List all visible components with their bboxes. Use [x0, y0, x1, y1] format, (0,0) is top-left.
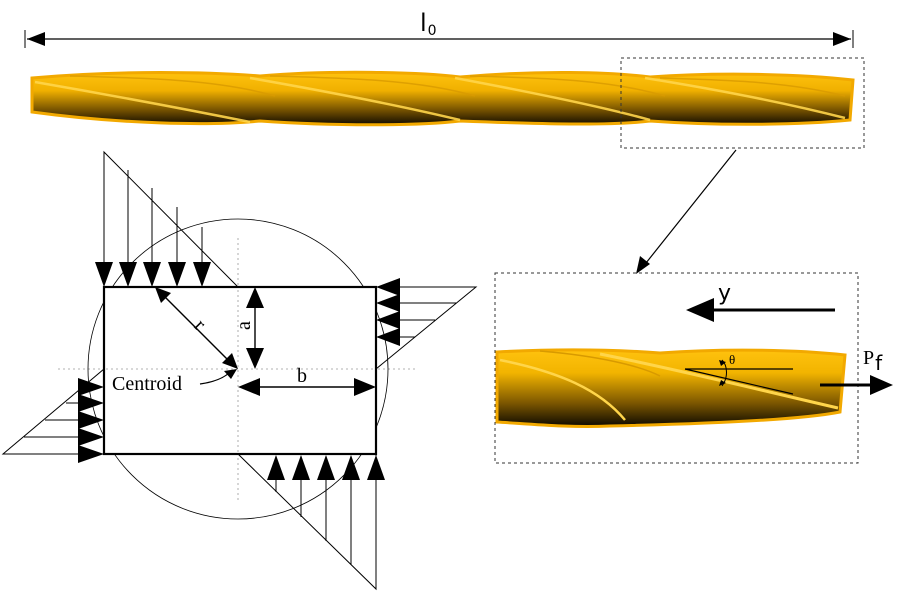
top-shear-distribution	[95, 150, 240, 288]
callout-leader-line	[641, 149, 737, 269]
left-shear-distribution	[1, 367, 105, 463]
right-shear-distribution	[375, 278, 478, 371]
force-label: Pf	[863, 347, 883, 375]
angle-theta-indicator: θ	[684, 352, 794, 395]
radius-dimension: r	[155, 287, 238, 369]
half-height-label: a	[233, 321, 255, 330]
detail-strip	[495, 348, 847, 429]
length-dimension: l0	[24, 9, 854, 48]
bottom-shear-distribution	[236, 453, 385, 591]
twisted-strip	[30, 70, 855, 127]
half-width-dimension: b	[238, 365, 376, 396]
y-axis-label: y	[718, 281, 731, 306]
force-arrow: Pf	[820, 347, 893, 395]
half-height-dimension: a	[233, 287, 264, 369]
half-width-label: b	[297, 365, 307, 387]
detail-view-box	[494, 272, 859, 464]
centroid-marker: Centroid	[112, 369, 237, 395]
detail-callout-box	[620, 57, 865, 149]
length-label: l0	[420, 9, 437, 39]
theta-label: θ	[729, 352, 735, 367]
centroid-label: Centroid	[112, 373, 182, 395]
y-axis-arrow: y	[686, 281, 835, 322]
circumscribed-circle	[87, 218, 389, 520]
